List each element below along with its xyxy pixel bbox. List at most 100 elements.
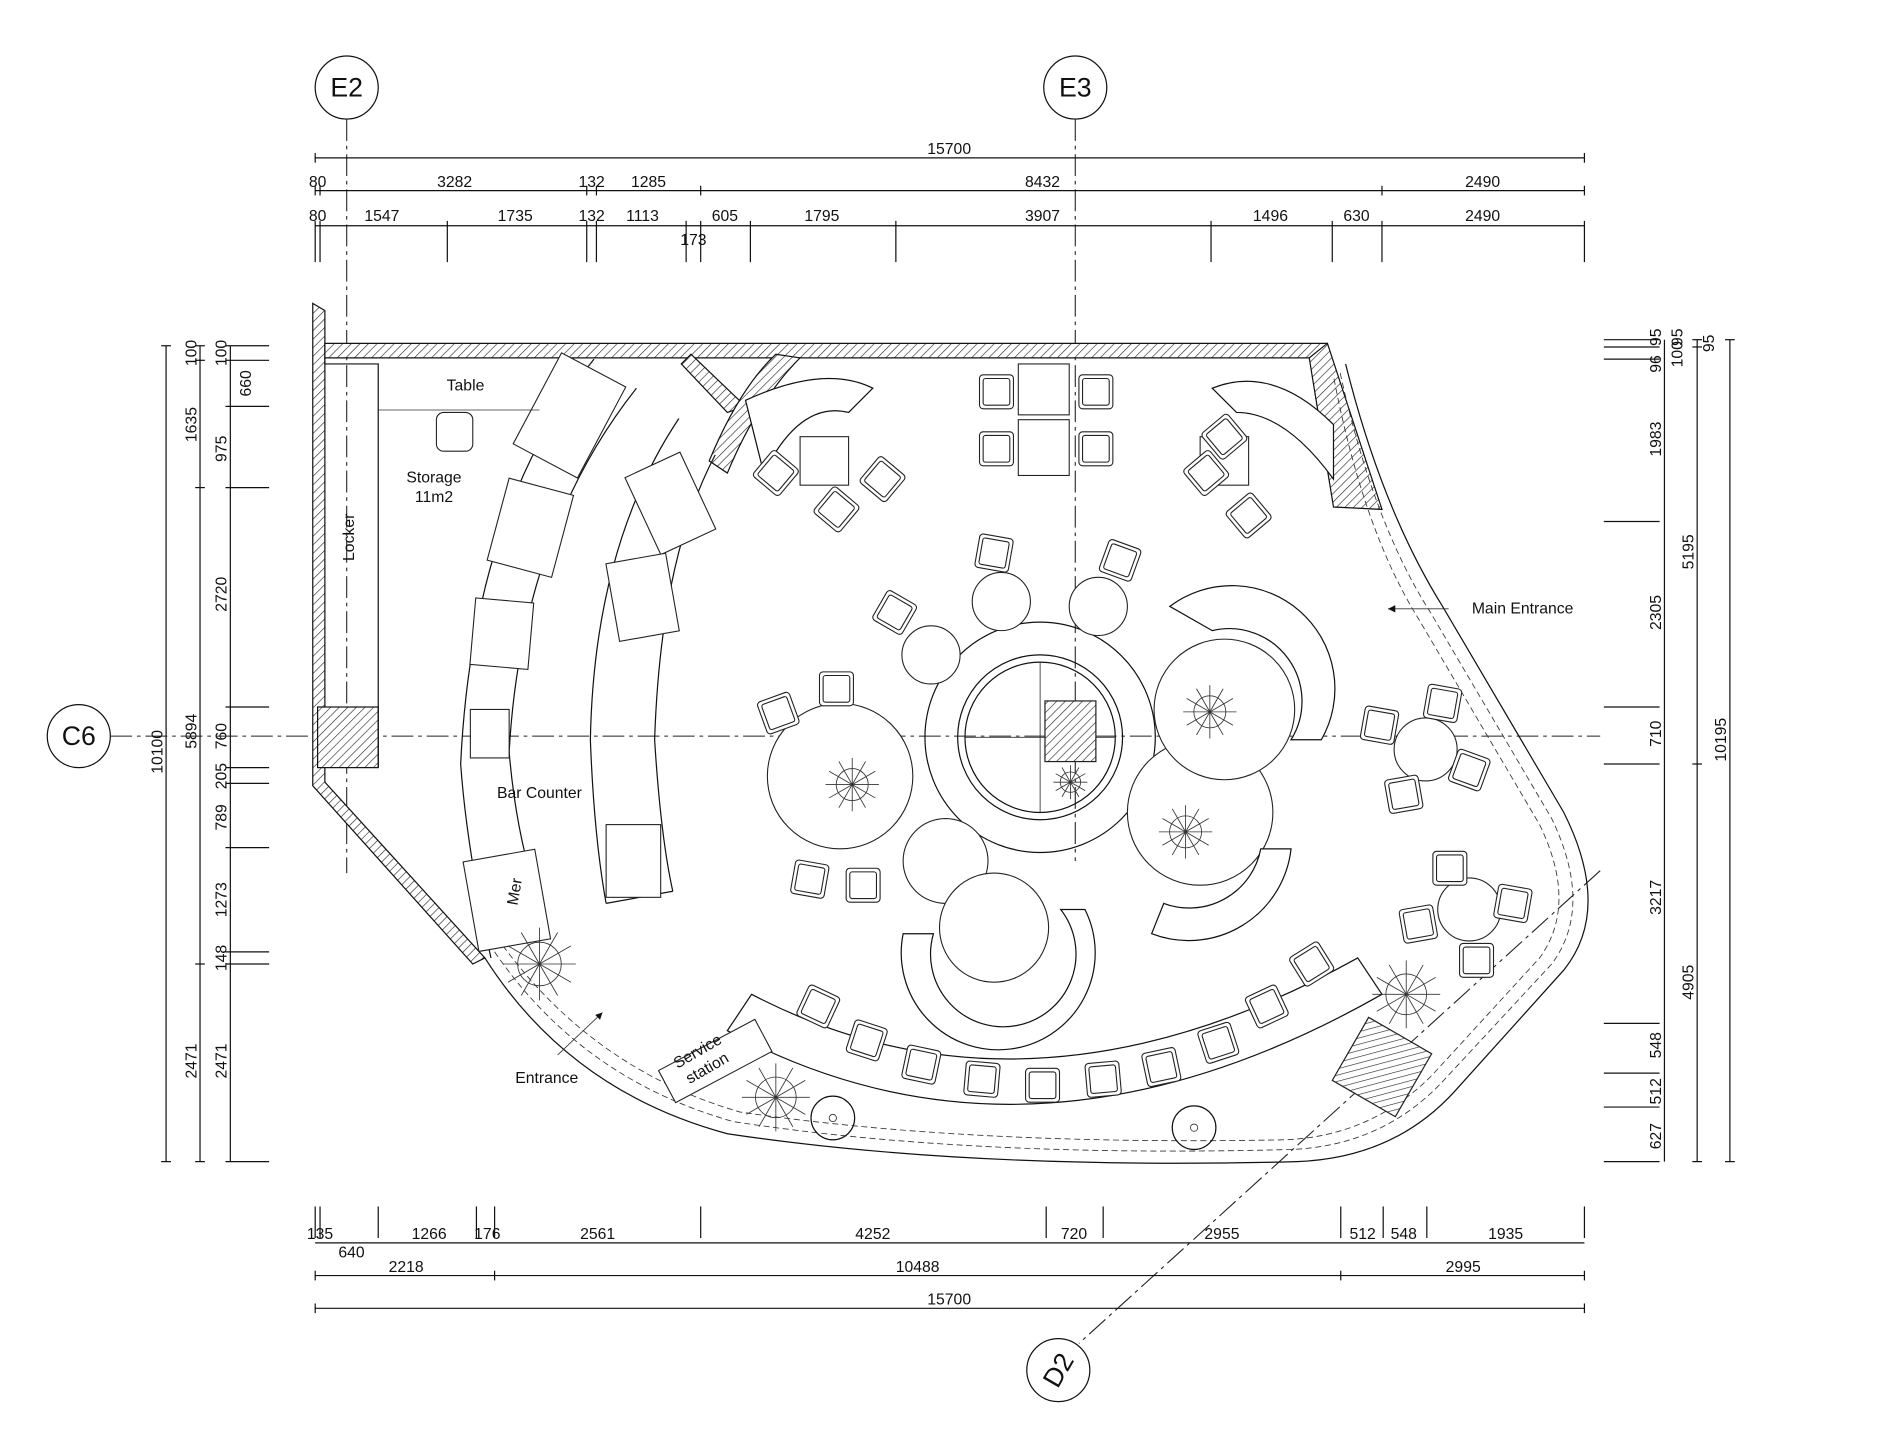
outer-boundary [484,363,1589,1164]
dimension-label: 80 [309,208,327,225]
dimension-label: 4905 [1681,964,1698,999]
chair [978,374,1014,410]
dimension-label: 2305 [1648,595,1665,630]
round-table [1393,717,1458,782]
dimension-label: 173 [680,232,707,249]
dimension-label: 10100 [149,730,166,774]
dimension-label: 2490 [1465,174,1500,191]
dimension-label: 760 [214,723,231,750]
chair [1244,984,1289,1029]
chair [1384,774,1424,814]
dimension-label: 3907 [1025,208,1060,225]
grid-label-e3: E3 [1059,73,1092,103]
chair [1432,850,1468,886]
chair [818,671,854,707]
dimension-label: 132 [578,174,604,191]
potted-plant-icon [1171,1105,1217,1151]
grid-bubble-e3: E3 [1043,55,1108,120]
dimension-label: 548 [1648,1032,1665,1059]
grid-label-e2: E2 [330,73,363,103]
dimension-label: 2955 [1204,1226,1239,1243]
potted-plant-icon [810,1095,856,1141]
round-table [1068,576,1128,637]
square-table [799,436,850,486]
chair [1289,941,1335,987]
grid-bubble-c6: C6 [46,703,111,769]
dimension-label: 176 [474,1226,501,1243]
plant-icon [741,1063,810,1132]
dimension-label: 2471 [214,1043,231,1078]
entrance-arrows [557,605,1449,1056]
chair [1078,374,1114,410]
dimension-label: 95 [1701,334,1718,352]
banquettes [726,377,1383,1105]
dimension-label: 605 [712,208,739,225]
dimension-label: 1935 [1488,1226,1523,1243]
dimension-label: 1983 [1648,421,1665,456]
plant-icon [1158,805,1213,859]
chair [1398,904,1438,944]
chair [1359,705,1400,745]
dimension-label: 1285 [631,174,666,191]
plant-icon [1053,765,1088,800]
storage-furniture [378,409,540,452]
dimension-label: 100 [183,340,200,367]
label-storage: Storage [406,470,461,487]
dimension-label: 1113 [626,208,659,225]
grid-label-c6: C6 [62,721,96,751]
round-table [1153,638,1296,781]
dimension-lines [161,153,1735,1314]
dimension-label: 2218 [389,1259,424,1276]
chair [1422,683,1463,724]
dimension-label: 10488 [896,1259,940,1276]
dimension-label: 148 [214,945,231,972]
dimension-label: 630 [1343,208,1370,225]
dimension-label: 1635 [183,407,200,442]
dimension-label: 100 [1670,341,1687,368]
dimension-label: 4252 [855,1226,890,1243]
dimension-label: 5894 [183,714,200,749]
chair [1493,883,1533,924]
dimension-label: 660 [238,370,255,397]
dimension-label: 627 [1648,1123,1665,1149]
dimension-label: 548 [1391,1226,1418,1243]
dimension-label: 205 [214,763,231,790]
chair [1201,413,1248,460]
chair [1025,1067,1061,1103]
chair [845,1019,888,1062]
dimension-label: 512 [1648,1078,1665,1104]
chair [974,533,1014,573]
dimension-label: 640 [338,1244,365,1261]
dimension-label: 5195 [1681,534,1698,569]
dimension-label: 15700 [927,1292,971,1309]
dimension-label: 8432 [1025,174,1060,191]
label-locker: Locker [341,514,358,561]
chair [1459,942,1495,978]
chair [1197,1021,1240,1064]
square-table [1017,363,1070,416]
plants [503,685,1441,1151]
plant-icon [503,927,576,1001]
round-table [901,625,961,685]
bar-counter [460,352,717,959]
dimension-label: 2720 [214,577,231,612]
dimension-label: 10195 [1713,718,1730,762]
dimension-label: 975 [214,435,231,462]
chairs [752,374,1533,1103]
chair [1141,1047,1182,1088]
chair [1447,748,1491,792]
dimension-label: 1266 [412,1226,447,1243]
dimension-label: 710 [1648,720,1665,747]
dimension-label: 3282 [437,174,472,191]
dimension-label: 3217 [1648,880,1665,915]
dimension-label: 2471 [183,1043,200,1078]
label-bar-counter: Bar Counter [497,785,582,802]
dimension-label: 1735 [498,208,533,225]
label-main-entrance: Main Entrance [1472,601,1574,618]
dimension-label: 512 [1349,1226,1375,1243]
dimension-label: 1795 [804,208,839,225]
chair [845,867,881,903]
plant-icon [1183,685,1237,739]
